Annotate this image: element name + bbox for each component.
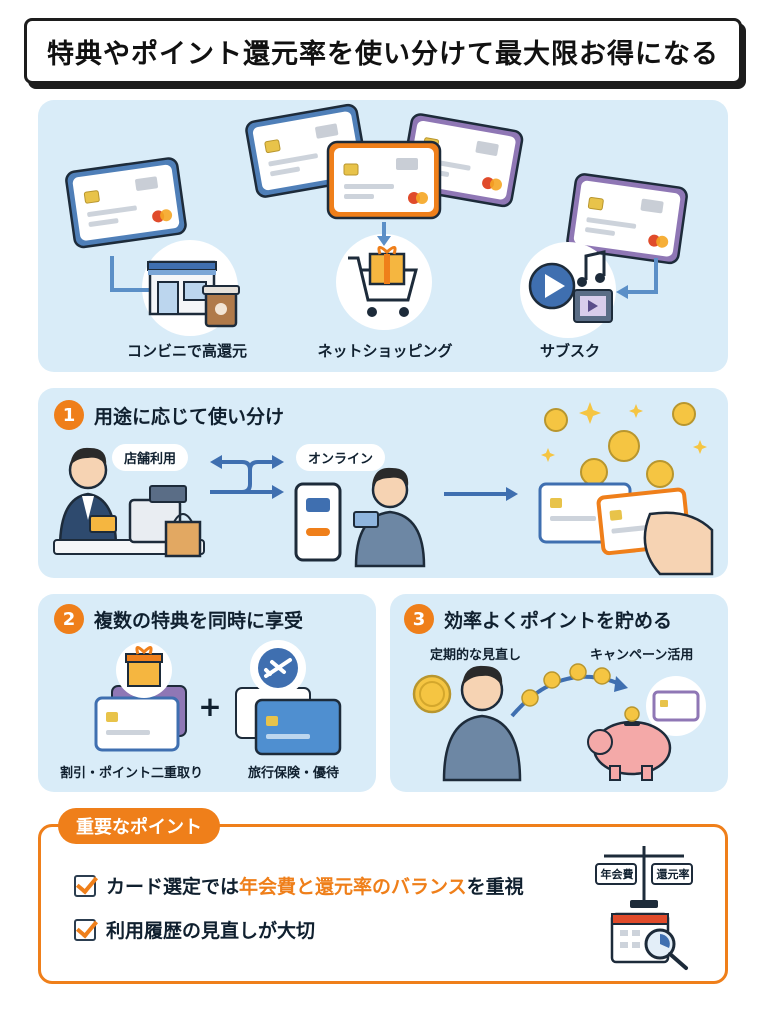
- coin-icon: [412, 674, 452, 714]
- page-title: 特典やポイント還元率を使い分けて最大限お得になる: [47, 38, 719, 70]
- magnifier-icon: [644, 928, 688, 970]
- coffee-cup-icon: [202, 285, 240, 328]
- credit-card-icon: [235, 687, 342, 756]
- checkbox-icon: [74, 874, 96, 897]
- label-campaign: キャンペーン活用: [590, 648, 694, 663]
- music-note-icon: [577, 250, 606, 287]
- title-banner: 特典やポイント還元率を使い分けて最大限お得になる: [24, 18, 742, 84]
- smartphone-icon: [294, 482, 342, 562]
- section1-illustration: [53, 402, 714, 576]
- section2-illustration: [94, 640, 342, 756]
- gift-icon: [125, 646, 163, 687]
- section3-illustration: [412, 663, 706, 782]
- important-tag: 重要なポイント: [58, 808, 220, 844]
- person-icon: [58, 447, 118, 550]
- line2-text: 利用履歴の見直しが大切: [106, 920, 316, 942]
- important-line-2: 利用履歴の見直しが大切: [74, 916, 315, 943]
- play-icon: [528, 262, 576, 310]
- person-icon: [442, 665, 522, 782]
- top-illustration: [65, 103, 688, 338]
- caption-travel-insurance: 旅行保険・優待: [248, 766, 340, 781]
- section2-number: 2: [54, 604, 84, 634]
- label-subscription: サブスク: [539, 342, 600, 360]
- label-convenience: コンビニで高還元: [126, 342, 247, 360]
- line1-pre: カード選定では: [106, 876, 240, 898]
- caption-double-points: 割引・ポイント二重取り: [60, 766, 204, 781]
- section3-title: 効率よくポイントを貯める: [444, 610, 673, 632]
- section2-title: 複数の特典を同時に享受: [94, 610, 304, 632]
- scale-label-fee: 年会費: [600, 868, 634, 881]
- credit-card-icon: [326, 140, 442, 220]
- credit-card-icon: [94, 685, 187, 752]
- section2-panel: [38, 594, 376, 792]
- credit-card-icon: [652, 690, 700, 722]
- gift-icon: [368, 246, 406, 286]
- scale-label-rate: 還元率: [656, 868, 690, 881]
- piggy-bank-icon: [587, 706, 672, 781]
- bubble-store-use: 店舗利用: [112, 444, 189, 471]
- section1-number: 1: [54, 400, 84, 430]
- plus-sign: +: [198, 690, 222, 723]
- shopping-bag-icon: [164, 513, 202, 558]
- section3-number: 3: [404, 604, 434, 634]
- important-line-1: カード選定では年会費と還元率のバランスを重視: [74, 872, 524, 899]
- person-icon: [353, 467, 426, 568]
- line1-post: を重視: [466, 876, 524, 898]
- card-in-hand-icon: [89, 515, 117, 533]
- line1-highlight: 年会費と還元率のバランス: [239, 876, 467, 898]
- shopping-cart-icon: [348, 256, 418, 317]
- airplane-icon: [258, 648, 298, 688]
- coin-icon: [544, 402, 696, 488]
- label-regular-review: 定期的な見直し: [430, 648, 522, 663]
- credit-card-icon: [566, 173, 688, 265]
- section1-title: 用途に応じて使い分け: [94, 406, 285, 428]
- film-icon: [573, 289, 613, 323]
- balance-scale-icon: [595, 846, 693, 908]
- coin-icon: [521, 663, 611, 707]
- checkbox-icon: [74, 918, 96, 941]
- label-online-shopping: ネットショッピング: [317, 342, 453, 360]
- credit-card-icon: [65, 157, 187, 249]
- bubble-online: オンライン: [296, 444, 386, 471]
